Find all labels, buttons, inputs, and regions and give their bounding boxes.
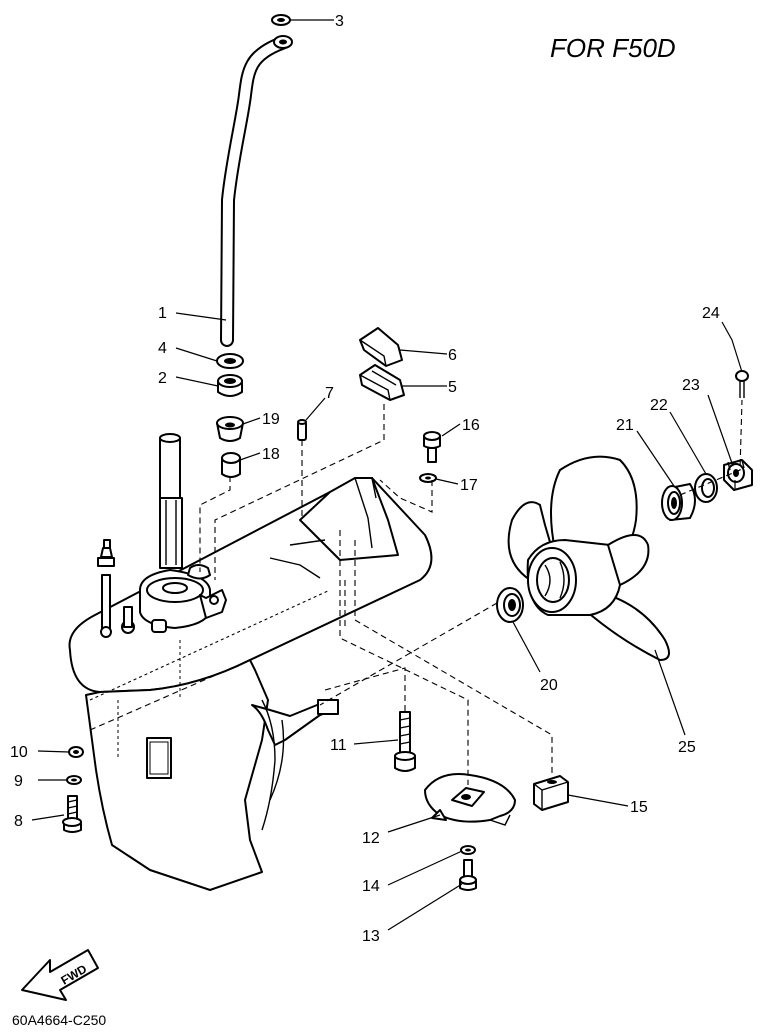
- grommet-part-2: [217, 374, 243, 397]
- callout-7: 7: [325, 385, 334, 402]
- callout-13: 13: [362, 928, 380, 945]
- fwd-arrow-icon: FWD: [21, 949, 99, 1001]
- callout-12: 12: [362, 830, 380, 847]
- callout-5: 5: [448, 379, 457, 396]
- cotter-pin-part-24: [735, 370, 749, 398]
- washer-part-9: [66, 775, 82, 785]
- grommet-part-3: [271, 14, 291, 26]
- callout-4: 4: [158, 340, 167, 357]
- assembly-guide-lines: [89, 399, 743, 785]
- bushing-part-18: [221, 452, 241, 478]
- thrust-washer-part-20: [496, 587, 524, 623]
- model-title: FOR F50D: [550, 33, 676, 63]
- callout-18: 18: [262, 446, 280, 463]
- bolt-part-13: [459, 859, 477, 891]
- spacer-part-21: [661, 483, 696, 521]
- diagram-code: 60A4664-C250: [12, 1012, 106, 1028]
- washer-part-4: [216, 353, 244, 369]
- callout-25: 25: [678, 739, 696, 756]
- washer-part-17: [419, 473, 437, 483]
- callout-20: 20: [540, 677, 558, 694]
- seal-part-19: [216, 416, 244, 442]
- callout-1: 1: [158, 305, 167, 322]
- anode-part-15: [533, 775, 569, 811]
- trim-tab-part-12: [424, 773, 516, 826]
- callout-8: 8: [14, 813, 23, 830]
- callout-3: 3: [335, 13, 344, 30]
- callout-17: 17: [460, 477, 478, 494]
- callout-21: 21: [616, 417, 634, 434]
- callout-15: 15: [630, 799, 648, 816]
- callout-24: 24: [702, 305, 720, 322]
- callout-16: 16: [462, 417, 480, 434]
- washer-part-22: [694, 473, 718, 503]
- dowel-pin-part-7: [297, 419, 307, 441]
- callout-22: 22: [650, 397, 668, 414]
- bolt-part-8: [62, 795, 82, 833]
- washer-part-10: [68, 746, 84, 758]
- callout-23: 23: [682, 377, 700, 394]
- rubber-seal-part-6: [359, 327, 403, 367]
- propeller-part-25: [507, 455, 670, 661]
- callout-14: 14: [362, 878, 380, 895]
- water-tube-part-1: [220, 35, 293, 347]
- bolt-part-11: [394, 711, 416, 772]
- washer-part-14: [460, 845, 476, 855]
- callout-10: 10: [10, 744, 28, 761]
- callout-19: 19: [262, 411, 280, 428]
- callout-2: 2: [158, 370, 167, 387]
- callout-6: 6: [448, 347, 457, 364]
- callout-11: 11: [330, 737, 347, 754]
- rubber-seal-part-5: [359, 364, 405, 401]
- castle-nut-part-23: [723, 459, 753, 491]
- callout-9: 9: [14, 773, 23, 790]
- leader-lines: [31, 19, 743, 931]
- lower-case-housing: [68, 433, 433, 891]
- callout-numbers: 3 1 4 2 6 5 7 19 18 16 17 24 23 22 21 20…: [10, 13, 720, 945]
- bolt-part-16: [423, 431, 441, 463]
